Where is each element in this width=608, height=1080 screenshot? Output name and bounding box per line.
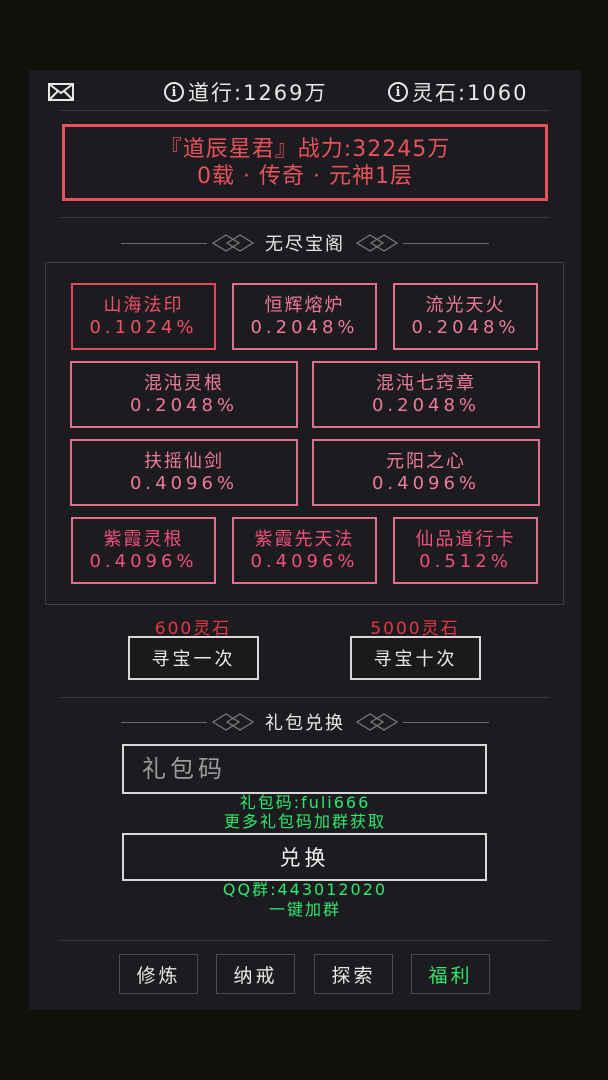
gift-more-hint: 更多礼包码加群获取 — [223, 812, 386, 831]
ornament-line — [121, 721, 207, 723]
treasure-item[interactable]: 元阳之心 0.4096% — [312, 439, 540, 506]
ornament-line — [403, 721, 489, 723]
diamond-ornament-icon — [211, 234, 255, 252]
treasure-item[interactable]: 扶摇仙剑 0.4096% — [70, 439, 298, 506]
treasure-item[interactable]: 混沌七窍章 0.2048% — [312, 361, 540, 428]
item-probability: 0.512% — [419, 550, 512, 572]
price-once: 600灵石 — [154, 619, 232, 639]
item-probability: 0.4096% — [89, 550, 198, 572]
search-once-button[interactable]: 寻宝一次 — [128, 636, 259, 680]
item-name: 恒辉熔炉 — [264, 294, 345, 316]
item-name: 仙品道行卡 — [415, 528, 516, 550]
daoxing-stat[interactable]: i 道行:1269万 — [164, 77, 328, 107]
gift-code-hint: 礼包码:fuli666 — [239, 793, 371, 812]
envelope-icon[interactable] — [48, 83, 74, 101]
treasure-item[interactable]: 恒辉熔炉 0.2048% — [232, 283, 377, 350]
item-name: 混沌七窍章 — [376, 372, 476, 394]
item-name: 混沌灵根 — [144, 372, 224, 394]
player-title-power: 『道辰星君』战力:32245万 — [159, 136, 451, 162]
diamond-ornament-icon — [211, 713, 255, 731]
item-probability: 0.4096% — [371, 472, 481, 494]
daoxing-text: 道行:1269万 — [188, 81, 328, 105]
price-ten: 5000灵石 — [370, 619, 460, 639]
treasure-item[interactable]: 紫霞先天法 0.4096% — [232, 517, 377, 584]
nav-welfare[interactable]: 福利 — [411, 954, 490, 994]
divider — [61, 697, 549, 698]
nav-ring[interactable]: 纳戒 — [216, 954, 295, 994]
item-probability: 0.2048% — [250, 316, 359, 338]
player-info-box: 『道辰星君』战力:32245万 0载 · 传奇 · 元神1层 — [62, 124, 548, 201]
divider — [61, 940, 549, 941]
section-title: 无尽宝阁 — [265, 234, 345, 255]
lingshi-stat[interactable]: i 灵石:1060 — [388, 77, 529, 107]
ornament-line — [403, 242, 489, 244]
treasure-section-header: 无尽宝阁 — [121, 231, 489, 255]
item-name: 紫霞先天法 — [254, 528, 355, 550]
item-name: 紫霞灵根 — [103, 528, 184, 550]
player-realm: 0载 · 传奇 · 元神1层 — [197, 163, 413, 189]
item-probability: 0.2048% — [129, 394, 239, 416]
gift-section-header: 礼包兑换 — [121, 710, 489, 734]
gift-code-input[interactable] — [122, 744, 487, 794]
header-divider — [61, 110, 549, 111]
item-probability: 0.4096% — [250, 550, 359, 572]
qq-group-text: QQ群:443012020 — [222, 880, 388, 899]
treasure-grid — [45, 262, 564, 605]
diamond-ornament-icon — [355, 713, 399, 731]
section-title: 礼包兑换 — [265, 713, 345, 734]
nav-cultivate[interactable]: 修炼 — [119, 954, 198, 994]
treasure-item[interactable]: 紫霞灵根 0.4096% — [71, 517, 216, 584]
info-icon[interactable]: i — [164, 82, 184, 102]
ornament-line — [121, 242, 207, 244]
item-name: 流光天火 — [425, 294, 506, 316]
item-name: 扶摇仙剑 — [144, 450, 224, 472]
item-name: 山海法印 — [103, 294, 184, 316]
treasure-item[interactable]: 流光天火 0.2048% — [393, 283, 538, 350]
item-name: 元阳之心 — [386, 450, 466, 472]
search-ten-button[interactable]: 寻宝十次 — [350, 636, 481, 680]
divider — [61, 217, 549, 218]
diamond-ornament-icon — [355, 234, 399, 252]
item-probability: 0.1024% — [89, 316, 198, 338]
item-probability: 0.4096% — [129, 472, 239, 494]
treasure-item[interactable]: 仙品道行卡 0.512% — [393, 517, 538, 584]
join-group-link[interactable]: 一键加群 — [268, 900, 341, 919]
nav-explore[interactable]: 探索 — [314, 954, 393, 994]
item-probability: 0.2048% — [371, 394, 481, 416]
treasure-item[interactable]: 山海法印 0.1024% — [71, 283, 216, 350]
main-panel: i 道行:1269万 i 灵石:1060 『道辰星君』战力:32245万 0载 … — [29, 70, 581, 1010]
treasure-item[interactable]: 混沌灵根 0.2048% — [70, 361, 298, 428]
item-probability: 0.2048% — [411, 316, 520, 338]
lingshi-text: 灵石:1060 — [412, 81, 529, 105]
info-icon[interactable]: i — [388, 82, 408, 102]
redeem-button[interactable]: 兑换 — [122, 833, 487, 881]
